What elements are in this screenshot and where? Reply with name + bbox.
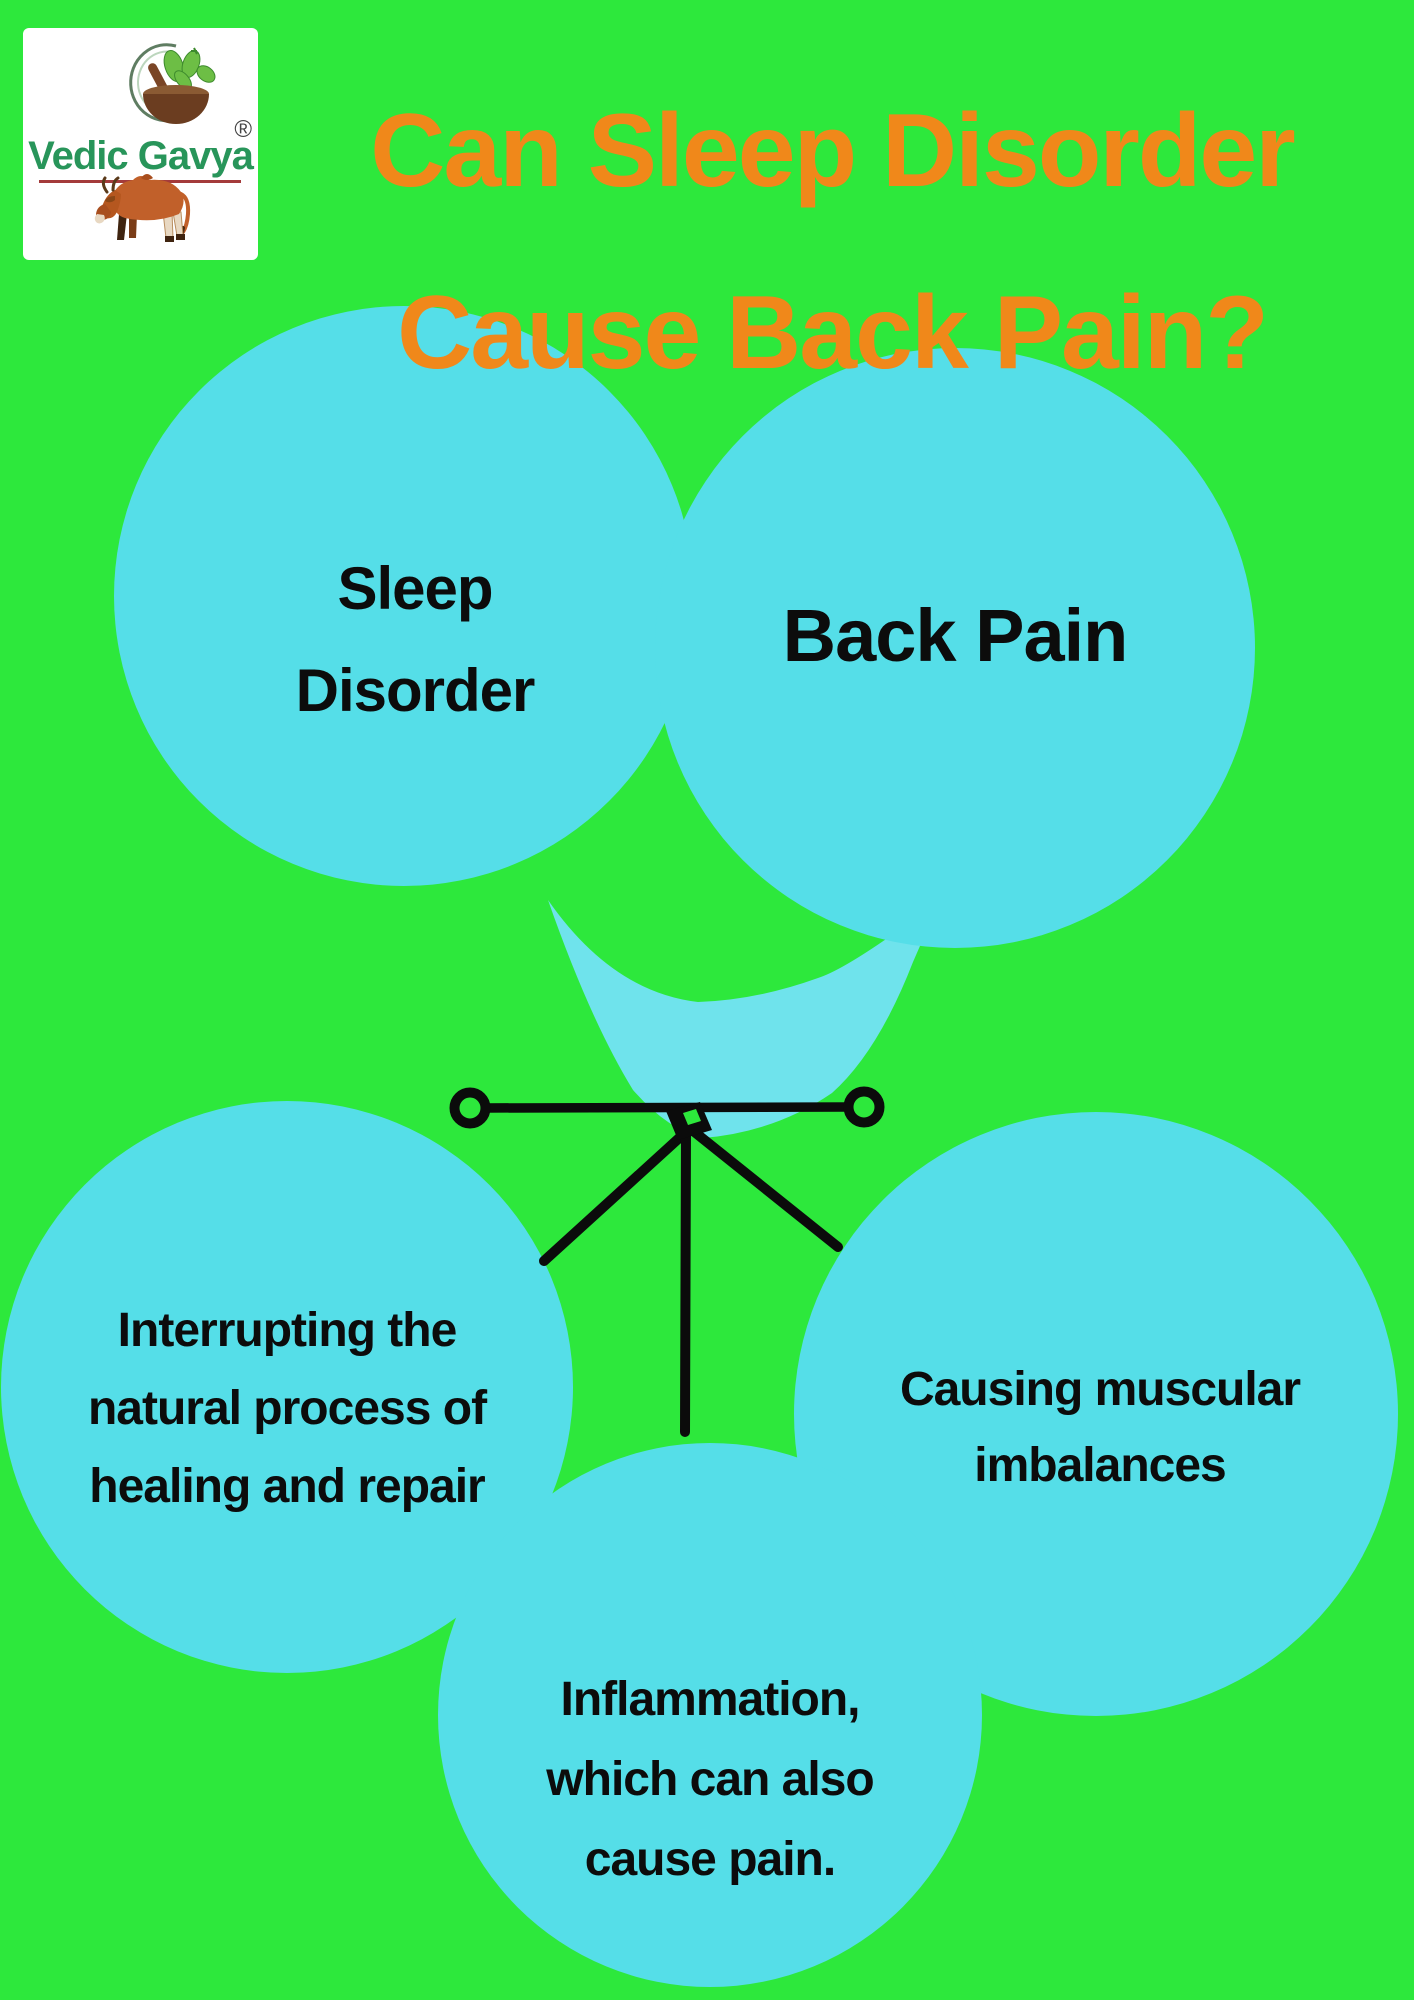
- bubble-causing: [794, 1112, 1398, 1716]
- brand-row: Vedic Gavya ®: [23, 116, 258, 179]
- logo-card: Vedic Gavya ®: [23, 28, 258, 260]
- label-causing-muscular: Causing muscular imbalances: [899, 1363, 1301, 1492]
- label-back-pain: Back Pain: [782, 594, 1129, 677]
- arc-band: [548, 900, 940, 1138]
- bubble-sleep-disorder: [114, 306, 694, 886]
- brand-name: Vedic Gavya: [28, 134, 254, 178]
- title-line-1: Can Sleep Disorder: [370, 93, 1295, 209]
- cow-icon: [94, 174, 191, 242]
- title-line-2: Cause Back Pain?: [397, 275, 1269, 391]
- page-title: Can Sleep Disorder Cause Back Pain?: [280, 60, 1384, 424]
- registered-trademark-icon: ®: [234, 116, 252, 143]
- bubble-back-pain: [655, 348, 1255, 948]
- bubble-inflammation: [438, 1443, 982, 1987]
- label-sleep-disorder: Sleep Disorder: [295, 555, 536, 724]
- connector-diagram-icon: [449, 1086, 885, 1437]
- bubble-interrupting: [1, 1101, 573, 1673]
- ring-endpoint-left-icon: [449, 1087, 491, 1129]
- label-inflammation: Inflammation, which can also cause pain.: [546, 1673, 874, 1886]
- label-interrupting: Interrupting the natural process of heal…: [87, 1304, 487, 1513]
- ring-endpoint-right-icon: [843, 1086, 885, 1128]
- mortar-pestle-icon: [129, 43, 216, 124]
